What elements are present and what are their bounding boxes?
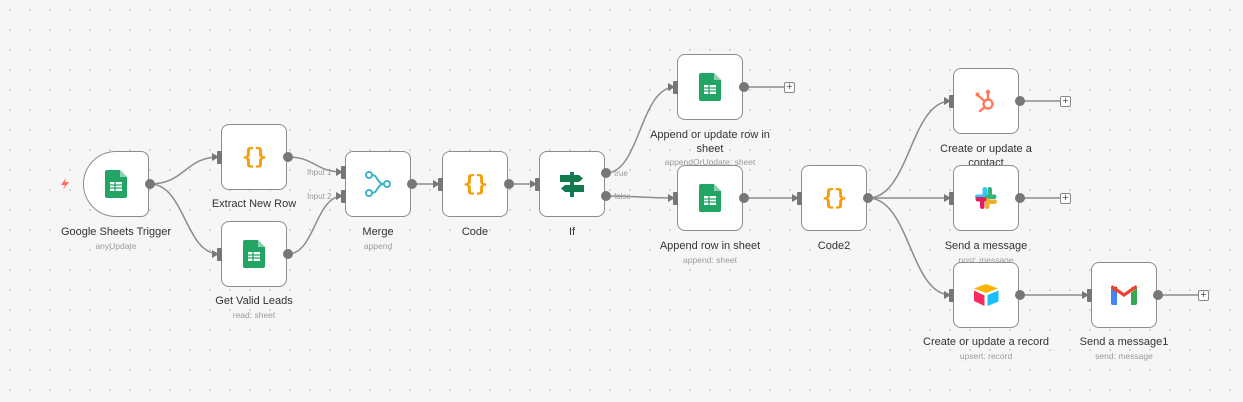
airtable-icon (974, 284, 999, 306)
node-merge[interactable] (345, 151, 411, 217)
merge-icon (365, 171, 391, 197)
node-title: Code (461, 226, 489, 238)
node-extract-new-row[interactable]: {} (221, 124, 287, 190)
input-port[interactable] (438, 178, 443, 191)
node-hubspot-contact[interactable] (953, 68, 1019, 134)
node-google-sheets-trigger[interactable] (83, 151, 149, 217)
node-airtable-record[interactable] (953, 262, 1019, 328)
node-gmail-message[interactable] (1091, 262, 1157, 328)
node-title: Append row in sheet (659, 240, 761, 252)
output-port[interactable] (1153, 290, 1163, 300)
node-subtitle: upsert: record (959, 351, 1013, 361)
input-port[interactable] (949, 95, 954, 108)
node-subtitle: anyUpdate (95, 241, 137, 251)
output-port[interactable] (283, 249, 293, 259)
input-port[interactable] (217, 248, 222, 261)
true-branch-label: true (614, 169, 628, 178)
input-port[interactable] (949, 289, 954, 302)
merge-input-1-label: Input 1 (307, 168, 332, 177)
node-title: Send a message (944, 240, 1028, 252)
add-node-button[interactable]: + (784, 82, 795, 93)
input-port[interactable] (673, 192, 678, 205)
output-port[interactable] (1015, 290, 1025, 300)
node-title: Merge (362, 226, 394, 238)
node-title: Append or update row in sheet (650, 129, 770, 155)
input-port[interactable] (797, 192, 802, 205)
node-title: Get Valid Leads (215, 295, 293, 307)
node-slack-message[interactable] (953, 165, 1019, 231)
output-port-true[interactable] (601, 168, 611, 178)
output-port[interactable] (863, 193, 873, 203)
trigger-bolt-icon (61, 178, 69, 190)
gmail-icon (1111, 285, 1137, 305)
node-title: Create or update a record (923, 336, 1049, 348)
node-append-or-update-row[interactable] (677, 54, 743, 120)
node-code[interactable]: {} (442, 151, 508, 217)
node-append-row[interactable] (677, 165, 743, 231)
node-subtitle: append: sheet (683, 255, 737, 265)
add-node-button[interactable]: + (1060, 96, 1071, 107)
output-port[interactable] (739, 82, 749, 92)
output-port[interactable] (1015, 193, 1025, 203)
code-braces-icon: {} (241, 144, 267, 170)
output-port[interactable] (739, 193, 749, 203)
code-braces-icon: {} (821, 185, 847, 211)
output-port[interactable] (283, 152, 293, 162)
node-title: Send a message1 (1079, 336, 1169, 348)
input-port[interactable] (949, 192, 954, 205)
node-subtitle: send: message (1095, 351, 1153, 361)
output-port[interactable] (407, 179, 417, 189)
node-if[interactable] (539, 151, 605, 217)
edge-trigger-extract (149, 156, 220, 185)
output-port[interactable] (1015, 96, 1025, 106)
input-port[interactable] (673, 81, 678, 94)
node-subtitle: post: message (958, 255, 1014, 265)
node-subtitle: read: sheet (232, 310, 276, 320)
node-code2[interactable]: {} (801, 165, 867, 231)
add-node-button[interactable]: + (1198, 290, 1209, 301)
google-sheets-icon (699, 73, 721, 101)
node-title: Code2 (817, 240, 851, 252)
google-sheets-icon (243, 240, 265, 268)
slack-icon (975, 187, 997, 209)
false-branch-label: false (614, 192, 631, 201)
input-port[interactable] (341, 190, 346, 203)
hubspot-icon (975, 89, 994, 113)
node-get-valid-leads[interactable] (221, 221, 287, 287)
google-sheets-icon (105, 170, 127, 198)
code-braces-icon: {} (462, 171, 488, 197)
signpost-icon (560, 172, 584, 197)
input-port[interactable] (341, 166, 346, 179)
output-port[interactable] (504, 179, 514, 189)
node-title: Google Sheets Trigger (60, 226, 172, 238)
input-port[interactable] (535, 178, 540, 191)
node-subtitle: appendOrUpdate: sheet (664, 157, 756, 167)
merge-input-2-label: Input 2 (307, 192, 332, 201)
node-title: Extract New Row (211, 198, 297, 210)
output-port-false[interactable] (601, 191, 611, 201)
add-node-button[interactable]: + (1060, 193, 1071, 204)
input-port[interactable] (217, 151, 222, 164)
node-title: If (568, 226, 576, 238)
node-subtitle: append (363, 241, 393, 251)
output-port[interactable] (145, 179, 155, 189)
google-sheets-icon (699, 184, 721, 212)
input-port[interactable] (1087, 289, 1092, 302)
